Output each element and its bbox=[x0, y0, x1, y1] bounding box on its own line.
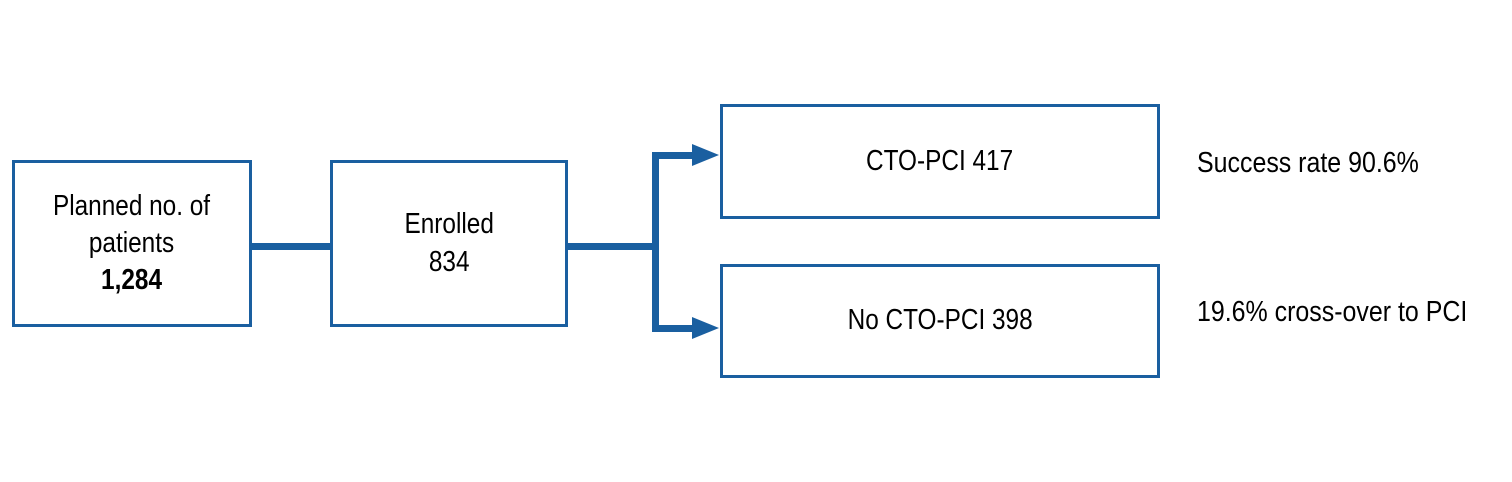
node-enrolled-line1: Enrolled bbox=[404, 208, 494, 241]
connector-planned-to-enrolled bbox=[252, 243, 330, 250]
connector-branch-to-cto-pci bbox=[652, 152, 697, 159]
connector-enrolled-to-branch bbox=[568, 243, 659, 250]
connector-branch-trunk bbox=[652, 152, 659, 332]
connector-branch-to-no-cto-pci bbox=[652, 325, 697, 332]
node-planned-patients: Planned no. of patients 1,284 bbox=[12, 160, 252, 327]
arrowhead-icon-no-cto-pci bbox=[692, 317, 719, 339]
node-planned-patients-text: Planned no. of patients 1,284 bbox=[53, 188, 210, 299]
node-enrolled-text: Enrolled 834 bbox=[404, 206, 493, 280]
arrowhead-icon-cto-pci bbox=[692, 144, 719, 166]
node-no-cto-pci-label: No CTO-PCI 398 bbox=[847, 304, 1033, 337]
node-enrolled-count: 834 bbox=[428, 245, 470, 278]
node-planned-line2: patients bbox=[89, 226, 175, 259]
node-no-cto-pci: No CTO-PCI 398 bbox=[720, 264, 1160, 378]
node-enrolled: Enrolled 834 bbox=[330, 160, 568, 327]
node-planned-count: 1,284 bbox=[101, 264, 163, 297]
node-planned-line1: Planned no. of bbox=[53, 189, 211, 222]
annotation-crossover-rate: 19.6% cross-over to PCI bbox=[1197, 296, 1468, 328]
node-cto-pci-label: CTO-PCI 417 bbox=[866, 144, 1014, 177]
node-cto-pci: CTO-PCI 417 bbox=[720, 104, 1160, 219]
annotation-success-rate: Success rate 90.6% bbox=[1197, 147, 1419, 179]
